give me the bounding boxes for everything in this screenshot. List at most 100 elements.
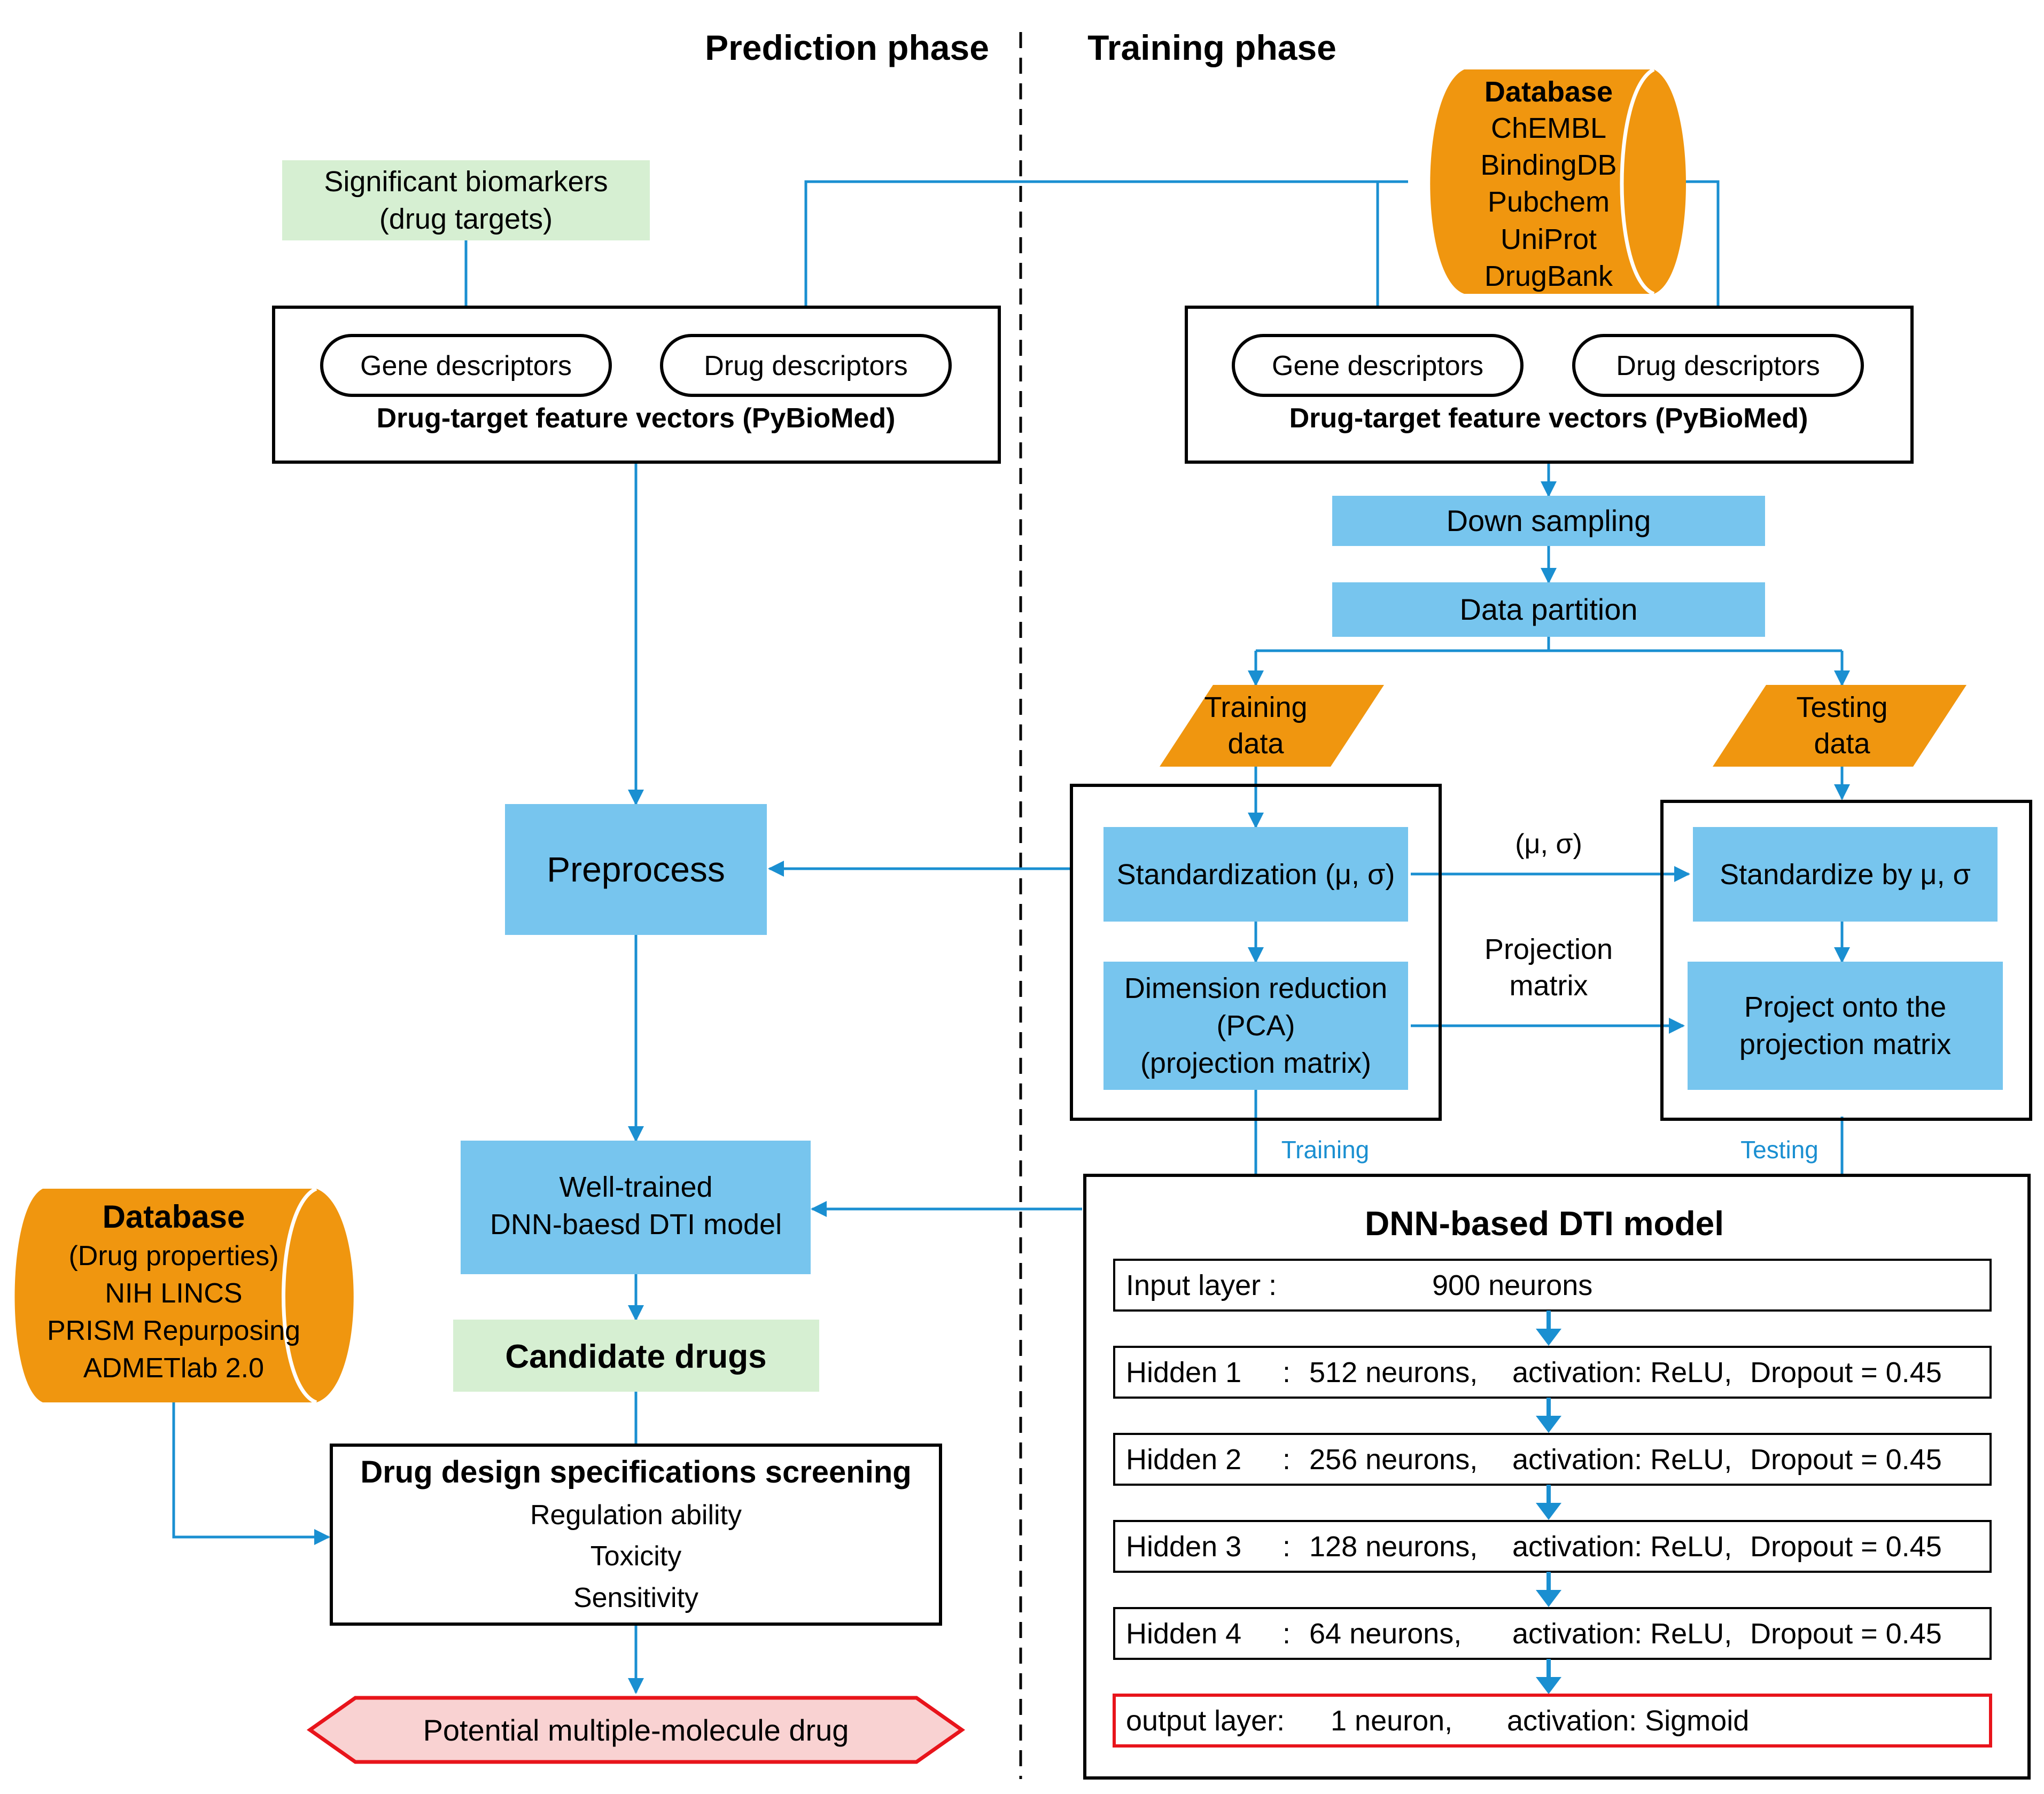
- layer-neurons: 256 neurons,: [1309, 1444, 1478, 1476]
- layer-neurons: 1 neuron,: [1331, 1705, 1452, 1737]
- significant-biomarkers-box: Significant biomarkers (drug targets): [282, 160, 650, 240]
- property-database-line: (Drug properties): [68, 1241, 278, 1272]
- potential-drug-label: Potential multiple-molecule drug: [423, 1713, 849, 1747]
- training-data-shape: Training data: [1160, 685, 1384, 767]
- potential-drug-shape: Potential multiple-molecule drug: [306, 1696, 966, 1764]
- well-trained-line-1: Well-trained: [559, 1171, 712, 1203]
- training-data-line-1: Training: [1204, 691, 1307, 723]
- dnn-layer-row: Hidden 4:64 neurons,activation: ReLU,Dro…: [1113, 1607, 1992, 1660]
- layer-arrow-head: [1536, 1503, 1561, 1520]
- layer-neurons: 128 neurons,: [1309, 1531, 1478, 1563]
- dnn-layer-row: Hidden 3:128 neurons,activation: ReLU,Dr…: [1113, 1520, 1992, 1573]
- layer-separator: :: [1283, 1618, 1291, 1650]
- database-item: UniProt: [1501, 223, 1597, 255]
- data-partition-box: Data partition: [1332, 582, 1765, 637]
- layer-name: output layer:: [1126, 1705, 1285, 1737]
- project-onto-box: [1688, 962, 2003, 1090]
- drug-descriptors-pill: [660, 334, 952, 397]
- property-database-line: ADMETlab 2.0: [83, 1353, 264, 1384]
- training-database-title: Database: [1485, 76, 1613, 108]
- layer-dropout: Dropout = 0.45: [1750, 1356, 1942, 1389]
- screening-title: Drug design specifications screening: [360, 1455, 911, 1489]
- layer-name: Input layer :: [1126, 1269, 1277, 1301]
- layer-name: Hidden 1: [1126, 1356, 1241, 1389]
- layer-dropout: Dropout = 0.45: [1750, 1444, 1942, 1476]
- standardize-by-label: Standardize by μ, σ: [1720, 859, 1971, 891]
- well-trained-model-box: Well-trained DNN-baesd DTI model: [461, 1141, 811, 1274]
- database-item: BindingDB: [1480, 149, 1616, 181]
- dnn-layer-row: output layer: 1 neuron, activation: Sigmoi…: [1113, 1694, 1992, 1748]
- training-processing-group: Standardization (μ, σ) Dimension reducti…: [1070, 784, 1442, 1121]
- database-item: Pubchem: [1488, 186, 1610, 218]
- drug-descriptors-pill: [1572, 334, 1864, 397]
- well-trained-line-2: DNN-baesd DTI model: [490, 1208, 782, 1241]
- layer-arrow-head: [1536, 1590, 1561, 1607]
- testing-processing-group: Standardize by μ, σ Project onto the pro…: [1660, 800, 2032, 1121]
- projection-label-line-2: matrix: [1510, 970, 1588, 1002]
- candidate-drugs-label: Candidate drugs: [505, 1338, 766, 1375]
- project-onto-line-2: projection matrix: [1739, 1028, 1951, 1060]
- training-data-line-2: data: [1227, 728, 1284, 760]
- layer-separator: :: [1283, 1356, 1291, 1389]
- testing-data-line-1: Testing: [1796, 691, 1887, 723]
- dnn-layer-box: [1113, 1433, 1992, 1486]
- screening-item: Toxicity: [590, 1541, 681, 1572]
- gene-descriptors-pill: [320, 334, 612, 397]
- layer-activation: activation: Sigmoid: [1507, 1705, 1749, 1737]
- down-sampling-label: Down sampling: [1447, 504, 1651, 537]
- dimension-reduction-box: [1103, 962, 1408, 1090]
- biomarkers-line-1: Significant biomarkers: [324, 166, 608, 198]
- standardization-box: [1103, 827, 1408, 922]
- dnn-layer-box: [1113, 1346, 1992, 1399]
- preprocess-box: Preprocess: [505, 804, 767, 935]
- property-database: Database (Drug properties) NIH LINCS PRI…: [14, 1187, 354, 1405]
- layer-arrow-head: [1536, 1416, 1561, 1433]
- biomarkers-line-2: (drug targets): [379, 203, 553, 235]
- testing-data-line-2: data: [1814, 728, 1870, 760]
- training-arrow-label: Training: [1281, 1136, 1369, 1164]
- database-item: DrugBank: [1485, 260, 1613, 292]
- layer-activation: activation: ReLU,: [1512, 1531, 1732, 1563]
- candidate-drugs-box: Candidate drugs: [453, 1320, 819, 1392]
- dimension-reduction-line-3: (projection matrix): [1140, 1047, 1371, 1079]
- dnn-layer-box: [1113, 1259, 1992, 1312]
- prediction-phase-title: Prediction phase: [705, 28, 989, 67]
- dimension-reduction-line-1: Dimension reduction: [1124, 972, 1387, 1004]
- projection-label-line-1: Projection: [1485, 933, 1613, 965]
- database-item: ChEMBL: [1491, 112, 1606, 144]
- feature-vectors-label: Drug-target feature vectors (PyBioMed): [377, 403, 896, 434]
- gene-descriptors-label: Gene descriptors: [360, 350, 572, 381]
- preprocess-label: Preprocess: [547, 849, 725, 889]
- standardize-by-box: [1693, 827, 1998, 922]
- down-sampling-box: Down sampling: [1332, 496, 1765, 546]
- standardization-label: Standardization (μ, σ): [1117, 859, 1395, 891]
- mu-sigma-label: (μ, σ): [1515, 829, 1582, 860]
- training-phase-title: Training phase: [1087, 28, 1336, 67]
- layer-activation: activation: ReLU,: [1512, 1618, 1732, 1650]
- connectors: [172, 180, 1850, 1694]
- dnn-layer-box: [1113, 1607, 1992, 1660]
- layer-dropout: Dropout = 0.45: [1750, 1618, 1942, 1650]
- drug-descriptors-label: Drug descriptors: [704, 350, 907, 381]
- screening-item: Sensitivity: [573, 1582, 698, 1613]
- layer-activation: activation: ReLU,: [1512, 1444, 1732, 1476]
- prediction-feature-vectors-box: Gene descriptors Drug descriptors Drug-t…: [272, 306, 1001, 464]
- layer-arrow-head: [1536, 1677, 1561, 1694]
- dnn-layer-box: [1113, 1694, 1992, 1748]
- data-partition-label: Data partition: [1459, 592, 1637, 626]
- dnn-layer-row: Hidden 2:256 neurons, activation: ReLU, Dr…: [1113, 1433, 1992, 1486]
- layer-separator: :: [1283, 1444, 1291, 1476]
- layer-neurons: 900 neurons: [1432, 1269, 1592, 1301]
- dnn-model-title: DNN-based DTI model: [1365, 1204, 1724, 1243]
- gene-descriptors-pill: [1232, 334, 1524, 397]
- layer-name: Hidden 2: [1126, 1444, 1241, 1476]
- layer-neurons: 64 neurons,: [1309, 1618, 1462, 1650]
- testing-arrow-label: Testing: [1740, 1136, 1818, 1164]
- dimension-reduction-line-2: (PCA): [1217, 1010, 1295, 1042]
- layer-neurons: 512 neurons,: [1309, 1356, 1478, 1389]
- project-onto-line-1: Project onto the: [1744, 991, 1946, 1023]
- gene-descriptors-label: Gene descriptors: [1272, 350, 1483, 381]
- dnn-layer-box: [1113, 1520, 1992, 1573]
